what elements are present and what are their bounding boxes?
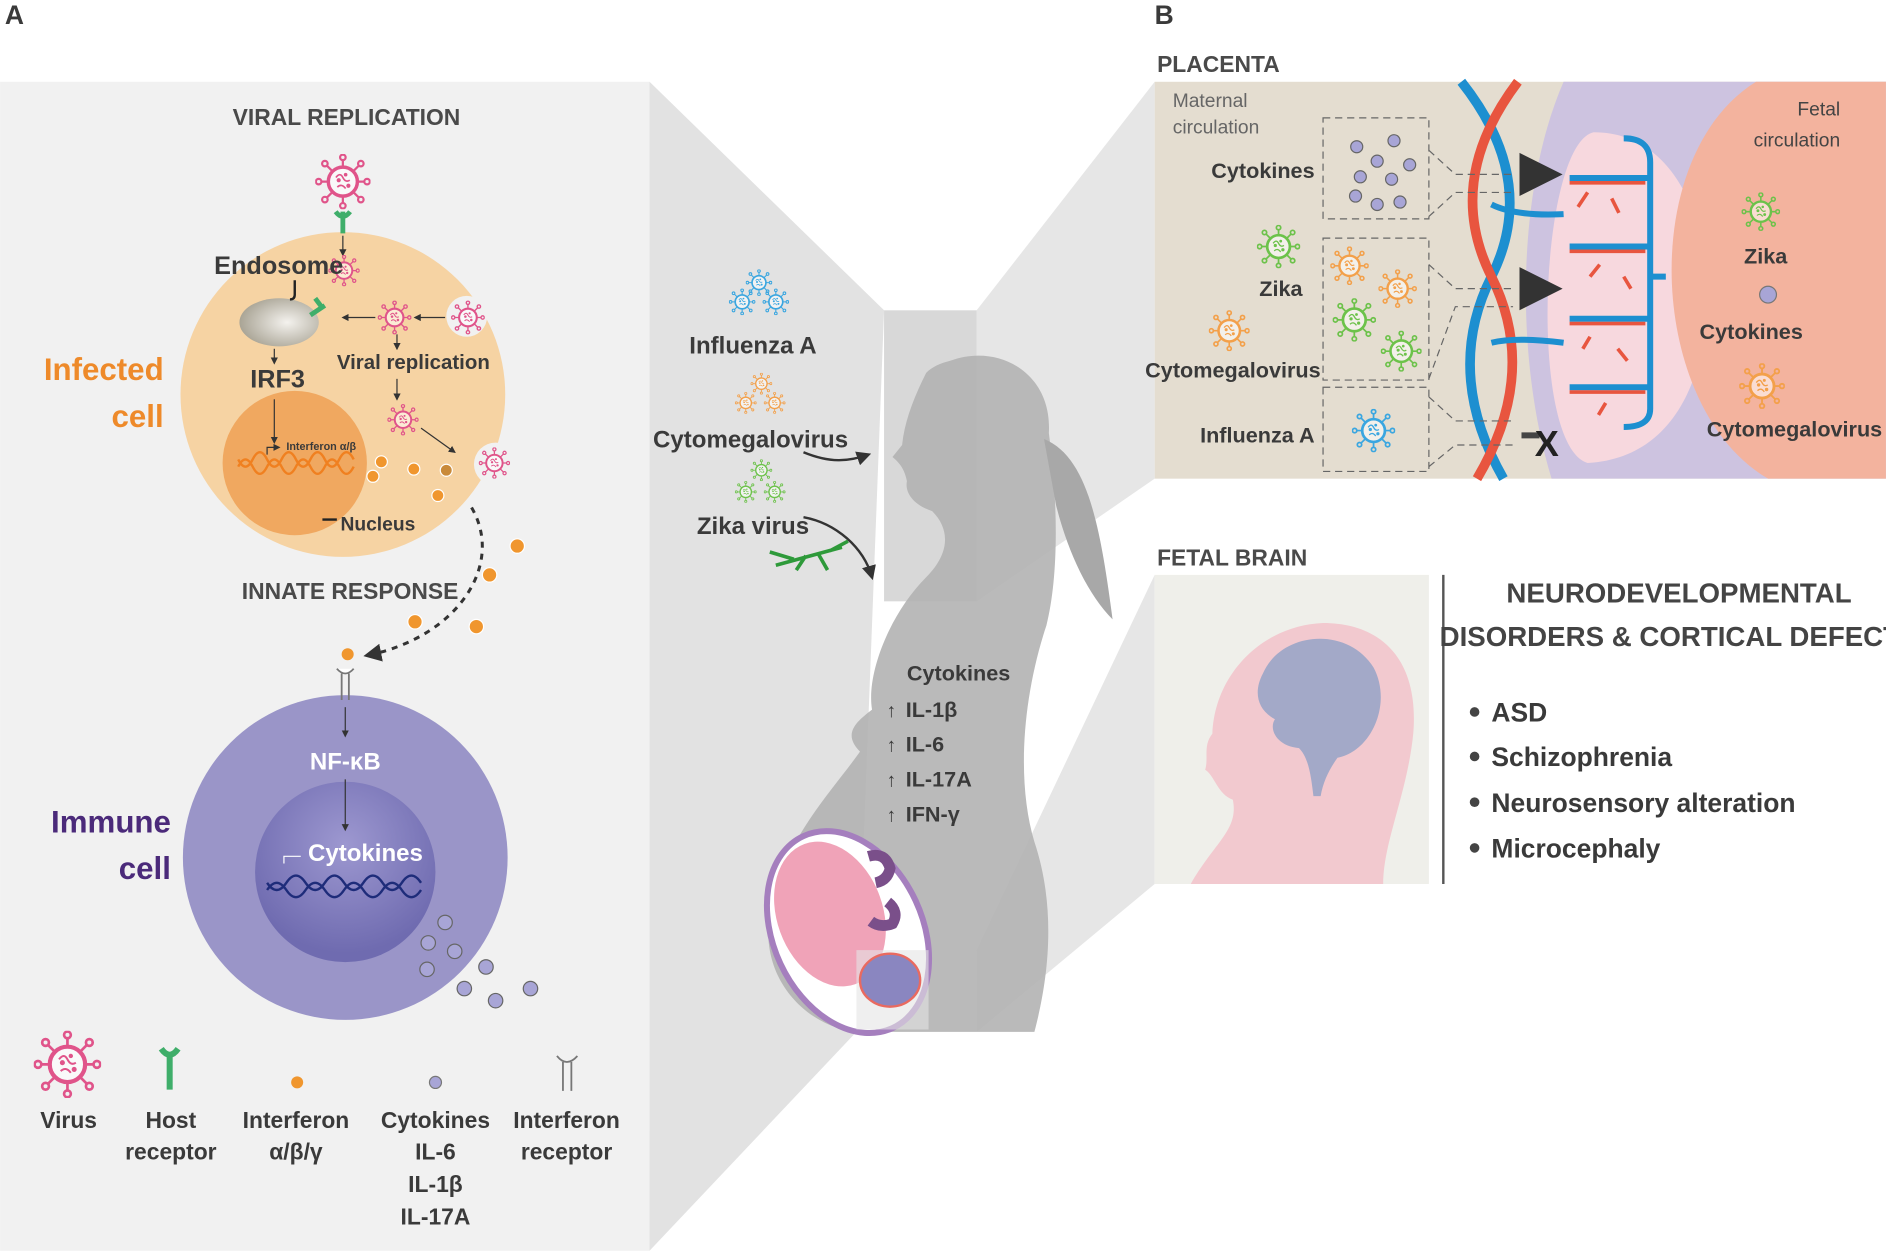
disorders-list: ASD Schizophrenia Neurosensory alteratio… (1469, 698, 1796, 864)
blocked-x-mark: X (1535, 423, 1559, 464)
placenta-title: PLACENTA (1157, 51, 1280, 77)
bullet-icon (1469, 797, 1480, 808)
umbilical-cord (866, 849, 901, 931)
zika-label: Zika virus (697, 513, 809, 540)
legend-label: Interferon (243, 1107, 350, 1133)
maternal-cmv-label: Cytomegalovirus (1145, 358, 1320, 383)
brain-icon (1257, 638, 1381, 797)
cmv-label: Cytomegalovirus (653, 426, 848, 453)
fetal-circulation-label-2: circulation (1754, 131, 1841, 152)
up-arrow-icon: ↑ (886, 771, 896, 792)
disorder-item: Neurosensory alteration (1491, 788, 1795, 818)
disorders-heading-1: NEURODEVELOPMENTAL (1506, 578, 1851, 609)
irf3-label: IRF3 (250, 365, 305, 393)
legend: Virus Host receptor Interferon α/β/γ Cyt… (35, 1032, 620, 1229)
bullet-icon (1469, 707, 1480, 717)
maternal-blood-vessel (1467, 78, 1522, 482)
legend-interferon-icon (291, 1076, 304, 1089)
maternal-zika-label: Zika (1259, 276, 1303, 301)
interferon-receptor-icon (336, 668, 355, 700)
cytokine-dot-icon (1759, 285, 1778, 304)
interferon-gene-label: Interferon α/β (286, 441, 356, 453)
nucleus-label: Nucleus (340, 514, 415, 535)
cytokine-item: IFN-γ (906, 801, 960, 826)
cytokines-gene-label: Cytokines (308, 840, 423, 867)
legend-host-receptor-icon (158, 1046, 181, 1090)
legend-label: α/β/γ (269, 1138, 323, 1164)
legend-label: Interferon (513, 1107, 620, 1133)
innate-response-title: INNATE RESPONSE (242, 578, 459, 604)
legend-label: Cytokines (381, 1107, 490, 1133)
up-arrow-icon: ↑ (886, 805, 896, 826)
fetal-head (858, 952, 922, 1008)
legend-interferon-receptor-icon (556, 1055, 579, 1091)
disorder-item: Schizophrenia (1491, 742, 1672, 772)
cytokine-item: IL-17A (906, 767, 972, 792)
cytokine-particles (419, 914, 539, 1009)
fetal-cmv-label: Cytomegalovirus (1707, 417, 1882, 442)
legend-label: IL-1β (408, 1171, 463, 1197)
maternal-circulation-label-1: Maternal (1173, 91, 1248, 112)
interferon-particles (366, 455, 526, 635)
immune-nucleus (255, 781, 436, 963)
dashed-boxes (1322, 117, 1514, 473)
immune-cell-label-1: Immune (51, 804, 171, 839)
viral-replication-label: Viral replication (337, 351, 490, 374)
placenta-panel (1154, 78, 1886, 482)
host-receptor-icon (333, 210, 352, 234)
fetal-circulation-label-1: Fetal (1797, 99, 1840, 120)
legend-label: Virus (40, 1107, 97, 1133)
legend-label: receptor (521, 1138, 613, 1164)
legend-cytokine-icon (428, 1075, 443, 1090)
bullet-icon (1469, 843, 1480, 853)
viral-replication-title: VIRAL REPLICATION (233, 104, 461, 130)
nfkb-label: NF-κB (310, 749, 381, 776)
legend-label: Host (145, 1107, 196, 1133)
fetal-brain-title: FETAL BRAIN (1157, 544, 1307, 570)
ponytail (1044, 438, 1113, 620)
mosquito-icon (769, 539, 849, 572)
panel-label-b: B (1155, 0, 1174, 30)
cytokine-list: ↑ IL-1β ↑ IL-6 ↑ IL-17A ↑ IFN-γ (886, 697, 972, 827)
dna-icon (237, 451, 355, 476)
maternal-influenza-label: Influenza A (1200, 423, 1315, 448)
bullet-icon (1469, 751, 1480, 762)
endosome (239, 298, 319, 347)
up-arrow-icon: ↑ (886, 701, 896, 722)
infected-cell-label-1: Infected (44, 352, 164, 387)
placenta-cytokines (1348, 134, 1417, 212)
infected-cell (180, 232, 518, 557)
disorder-item: ASD (1491, 698, 1547, 728)
interferon-dot-icon (341, 648, 354, 661)
influenza-label: Influenza A (689, 333, 816, 360)
legend-label: IL-6 (415, 1138, 456, 1164)
maternal-cytokines-label: Cytokines (1211, 158, 1314, 183)
cytokines-title: Cytokines (907, 661, 1010, 686)
chorionic-villi (1490, 135, 1666, 430)
dna-icon (266, 874, 423, 899)
legend-label: IL-17A (401, 1203, 471, 1229)
fetal-cytokines-label: Cytokines (1700, 319, 1803, 344)
nucleus (222, 390, 367, 536)
infected-cell-label-2: cell (112, 399, 164, 434)
disorders-heading-2: DISORDERS & CORTICAL DEFECTS (1440, 621, 1886, 652)
panel-label-a: A (5, 0, 24, 30)
cytokine-item: IL-1β (906, 697, 958, 722)
immune-cell-label-2: cell (119, 851, 171, 886)
up-arrow-icon: ↑ (886, 736, 896, 757)
zoom-projection-left (649, 81, 885, 1251)
legend-label: receptor (125, 1138, 217, 1164)
endosome-label: Endosome (214, 252, 343, 280)
host-receptor-icon (309, 296, 327, 318)
disorder-item: Microcephaly (1491, 834, 1660, 864)
maternal-circulation-label-2: circulation (1173, 117, 1260, 138)
fetal-zika-label: Zika (1744, 243, 1788, 268)
cytokine-item: IL-6 (906, 732, 944, 757)
